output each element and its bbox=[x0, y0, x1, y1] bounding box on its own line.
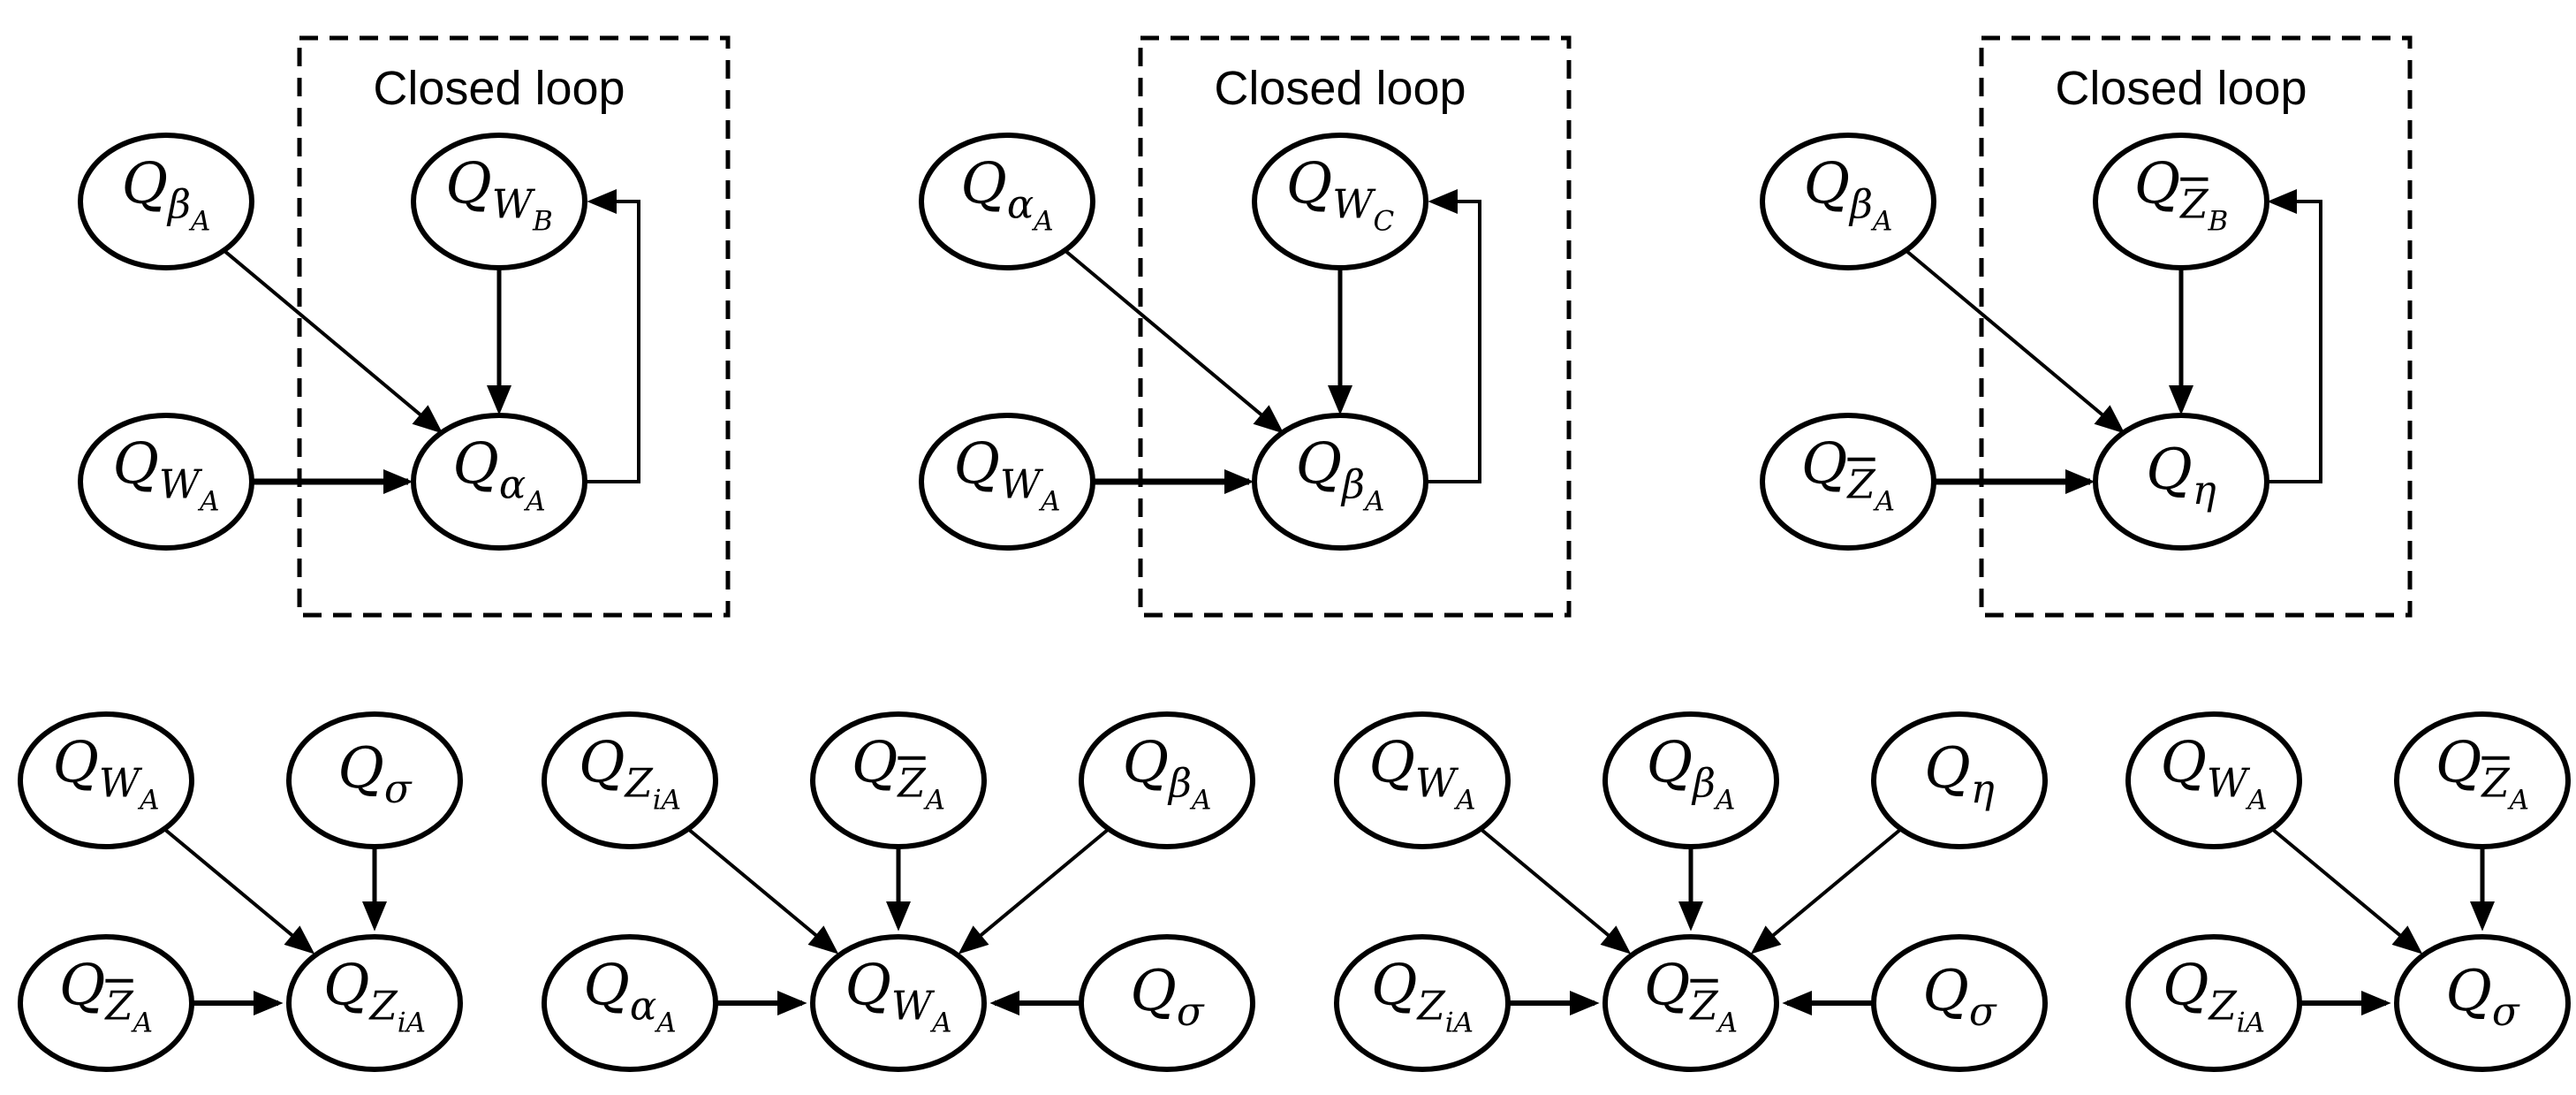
node-ellipse-Q_beta_A bbox=[1079, 711, 1255, 849]
node-ellipse-Q_sigma bbox=[2394, 934, 2571, 1072]
closed-loop-box bbox=[1979, 35, 2413, 618]
node-ellipse-Q_sigma bbox=[1871, 934, 2048, 1072]
node-ellipse-Q_beta_A bbox=[1760, 133, 1936, 270]
node-ellipse-Q_W_A bbox=[18, 711, 194, 849]
node-ellipse-Q_W_B bbox=[411, 133, 587, 270]
closed-loop-box bbox=[1138, 35, 1572, 618]
node-ellipse-Q_Zbar_A bbox=[1760, 413, 1936, 551]
node-ellipse-Q_Zbar_B bbox=[2093, 133, 2269, 270]
edge-Q_alpha_A-to-Q_beta_A bbox=[1063, 248, 1284, 434]
node-ellipse-Q_Z_iA bbox=[286, 934, 463, 1072]
node-ellipse-Q_W_A bbox=[919, 413, 1095, 551]
node-ellipse-Q_Zbar_A bbox=[2394, 711, 2571, 849]
node-ellipse-Q_W_A bbox=[2125, 711, 2302, 849]
node-ellipse-Q_Z_iA bbox=[542, 711, 718, 849]
node-ellipse-Q_beta_A bbox=[1252, 413, 1428, 551]
node-ellipse-Q_Z_iA bbox=[1334, 934, 1511, 1072]
node-ellipse-Q_W_A bbox=[810, 934, 987, 1072]
node-ellipse-Q_eta bbox=[1871, 711, 2048, 849]
node-ellipse-Q_beta_A bbox=[1602, 711, 1779, 849]
edge-Q_eta-to-Q_Zbar_B bbox=[2267, 189, 2322, 483]
node-ellipse-Q_Zbar_A bbox=[1602, 934, 1779, 1072]
node-ellipse-Q_alpha_A bbox=[919, 133, 1095, 270]
edge-Q_W_A-to-Q_Zbar_A bbox=[1479, 827, 1632, 954]
node-ellipse-Q_sigma bbox=[286, 711, 463, 849]
node-ellipse-Q_Zbar_A bbox=[810, 711, 987, 849]
node-ellipse-Q_beta_A bbox=[78, 133, 254, 270]
edge-Q_beta_A-to-Q_W_A bbox=[958, 827, 1110, 954]
closed-loop-box bbox=[297, 35, 731, 618]
node-ellipse-Q_W_A bbox=[1334, 711, 1511, 849]
node-ellipse-Q_Z_iA bbox=[2125, 934, 2302, 1072]
node-ellipse-Q_sigma bbox=[1079, 934, 1255, 1072]
node-ellipse-Q_W_C bbox=[1252, 133, 1428, 270]
node-ellipse-Q_Zbar_A bbox=[18, 934, 194, 1072]
edge-Q_Z_iA-to-Q_W_A bbox=[686, 827, 839, 954]
edge-Q_W_A-to-Q_sigma bbox=[2270, 827, 2423, 954]
edge-Q_beta_A-to-Q_eta bbox=[1904, 248, 2125, 434]
node-ellipse-Q_alpha_A bbox=[542, 934, 718, 1072]
node-ellipse-Q_alpha_A bbox=[411, 413, 587, 551]
edge-Q_alpha_A-to-Q_W_B bbox=[585, 189, 640, 483]
edge-Q_beta_A-to-Q_alpha_A bbox=[222, 248, 443, 434]
edge-Q_W_A-to-Q_Z_iA bbox=[163, 827, 315, 954]
edge-Q_beta_A-to-Q_W_C bbox=[1426, 189, 1481, 483]
node-ellipse-Q_W_A bbox=[78, 413, 254, 551]
edge-Q_eta-to-Q_Zbar_A bbox=[1750, 827, 1903, 954]
node-ellipse-Q_eta bbox=[2093, 413, 2269, 551]
